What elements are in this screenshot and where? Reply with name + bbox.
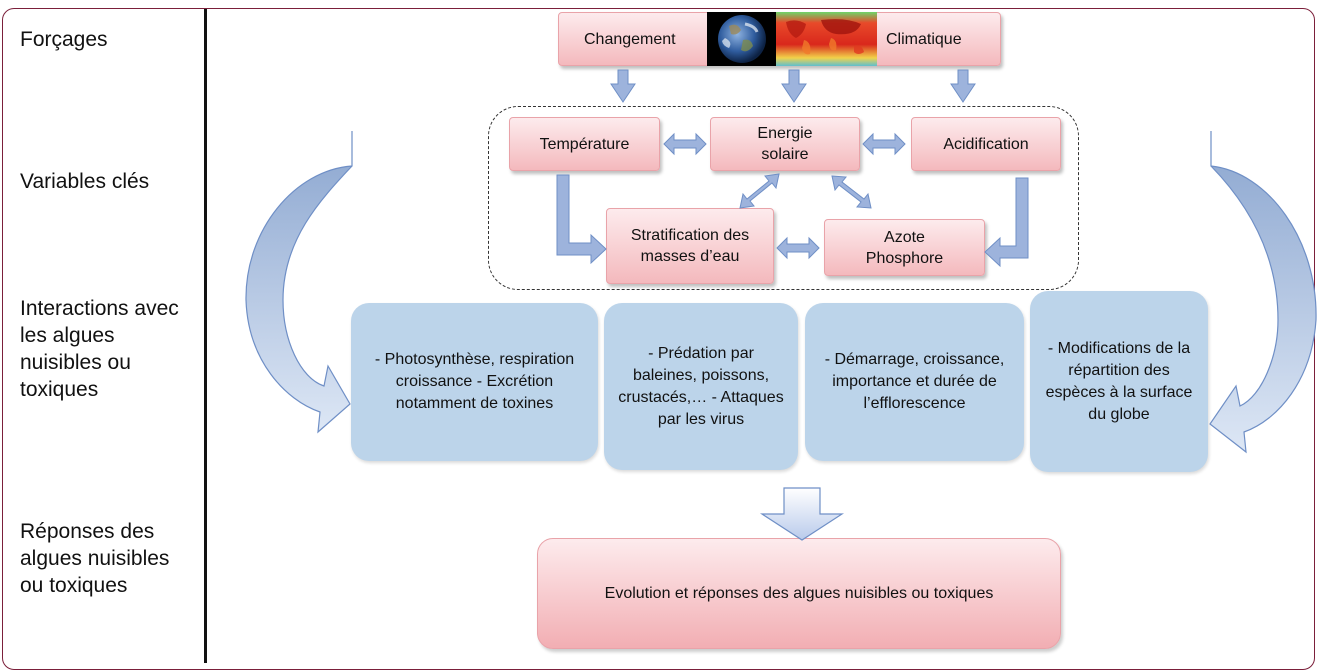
box-repartition: - Modifications de la répartition des es… xyxy=(1030,291,1208,472)
arrow-down-2 xyxy=(781,69,807,103)
arrow-strat-azote xyxy=(776,236,820,260)
box-predation: - Prédation par baleines, poissons, crus… xyxy=(604,303,798,470)
box-energie-solaire: Energie solaire xyxy=(710,117,860,171)
arrow-energie-azote xyxy=(831,175,872,209)
box-azote-phosphore: Azote Phosphore xyxy=(824,219,985,276)
row-label-reponses: Réponses des algues nuisibles ou toxique… xyxy=(20,520,170,597)
azote-label: Azote Phosphore xyxy=(865,228,944,267)
response-text: Evolution et réponses des algues nuisibl… xyxy=(604,584,994,602)
forcing-label-left: Changement xyxy=(584,31,676,48)
forcing-label-right: Climatique xyxy=(886,31,962,48)
curved-arrow-left xyxy=(245,131,353,434)
box-photosynthese: - Photosynthèse, respiration croissance … xyxy=(351,303,598,461)
photosynthese-text: - Photosynthèse, respiration croissance … xyxy=(374,351,575,412)
arrow-energie-strat xyxy=(739,173,780,209)
box-temperature: Température xyxy=(509,117,660,171)
arrow-down-1 xyxy=(610,69,636,103)
arrow-temp-energie xyxy=(663,132,707,156)
arrow-down-final xyxy=(759,487,845,541)
arrow-down-3 xyxy=(950,69,976,103)
stratification-label: Stratification des masses d’eau xyxy=(630,227,750,265)
curved-arrow-right xyxy=(1209,131,1317,454)
arrow-temp-strat xyxy=(556,174,607,265)
temperature-label: Température xyxy=(539,135,630,153)
box-stratification: Stratification des masses d’eau xyxy=(606,208,774,284)
earth-image xyxy=(707,12,777,66)
arrow-energie-acid xyxy=(862,132,906,156)
predation-text: - Prédation par baleines, poissons, crus… xyxy=(618,344,784,428)
repartition-text: - Modifications de la répartition des es… xyxy=(1045,339,1193,423)
box-evolution-reponses: Evolution et réponses des algues nuisibl… xyxy=(537,538,1061,649)
box-acidification: Acidification xyxy=(911,117,1061,171)
energie-label: Energie solaire xyxy=(757,125,813,163)
efflorescence-text: - Démarrage, croissance, importance et d… xyxy=(824,351,1005,412)
box-efflorescence: - Démarrage, croissance, importance et d… xyxy=(805,303,1024,461)
arrow-acid-azote xyxy=(984,177,1029,268)
temperature-map-image xyxy=(776,12,877,66)
row-label-forcages: Forçages xyxy=(20,28,108,51)
column-divider xyxy=(204,9,207,663)
row-label-variables: Variables clés xyxy=(20,170,150,193)
acidification-label: Acidification xyxy=(943,135,1029,153)
row-label-interactions: Interactions avec les algues nuisibles o… xyxy=(20,297,179,401)
key-variables-group xyxy=(488,106,1079,290)
